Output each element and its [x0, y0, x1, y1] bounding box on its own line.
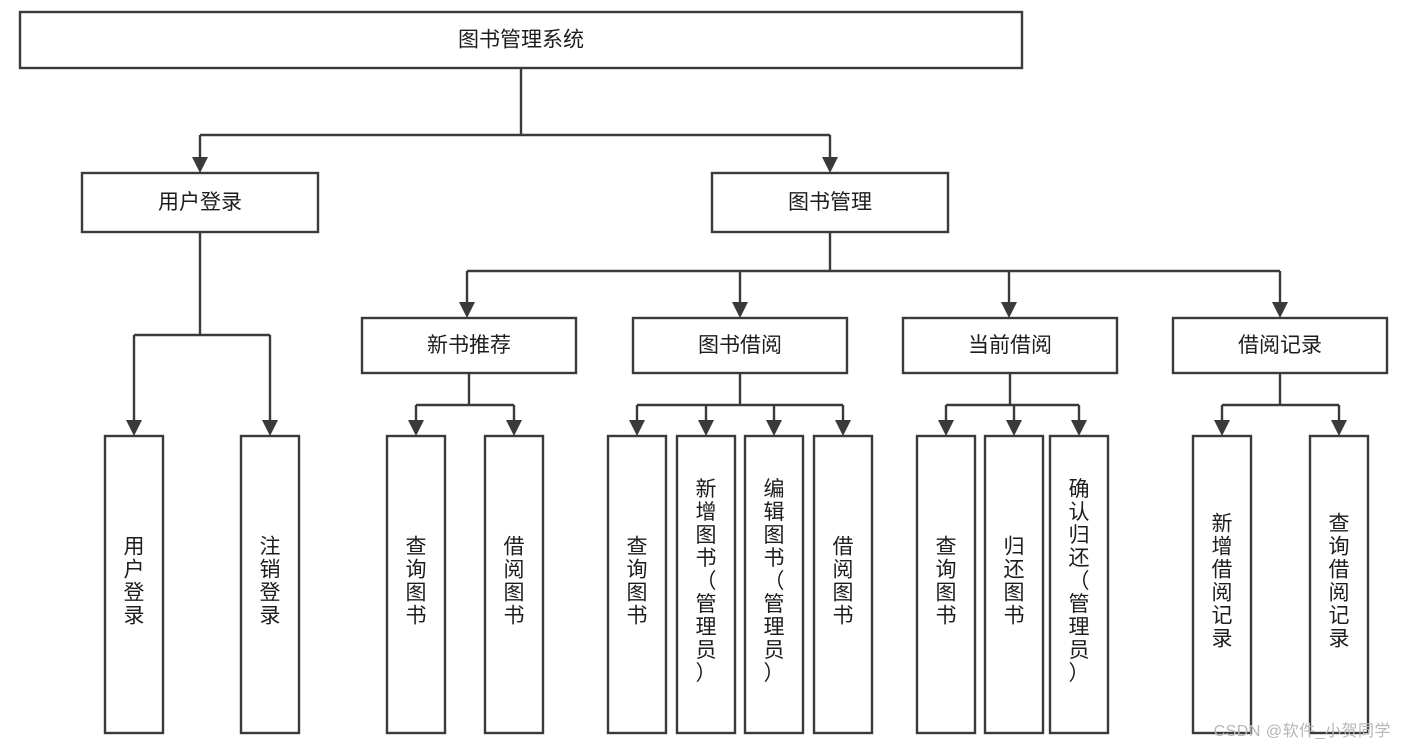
node-box-root [18, 10, 1024, 70]
node-book-management[interactable]: 图书管理 [710, 171, 950, 234]
connector-layer [126, 68, 1347, 436]
node-box-borrow-book-2 [812, 434, 874, 735]
node-box-borrow-record [1171, 316, 1389, 375]
current-borrow-leaf-1-arrowhead [1006, 420, 1022, 436]
node-add-borrow-record[interactable]: 新增借阅记录 [1191, 434, 1253, 735]
new-book-recommend-leaf-1-arrowhead [506, 420, 522, 436]
node-label-query-book-3: 查询图书 [936, 535, 957, 627]
node-label-add-book-admin: 新增图书（管理员） [696, 478, 717, 685]
node-label-borrow-book-1: 借阅图书 [504, 535, 525, 627]
node-label-confirm-return-admin: 确认归还（管理员） [1069, 478, 1090, 685]
node-label-query-book-1: 查询图书 [406, 535, 427, 627]
node-borrow-book-1[interactable]: 借阅图书 [483, 434, 545, 735]
node-user-logout[interactable]: 注销登录 [239, 434, 301, 735]
node-label-edit-book-admin: 编辑图书（管理员） [764, 478, 785, 685]
node-box-confirm-return-admin [1048, 434, 1110, 735]
book-mgmt-to-child-1-arrowhead [732, 302, 748, 318]
root-to-child-1-arrowhead [822, 157, 838, 173]
node-label-borrow-book-2: 借阅图书 [833, 535, 854, 627]
node-label-user-logout: 注销登录 [260, 535, 281, 627]
node-borrow-record[interactable]: 借阅记录 [1171, 316, 1389, 375]
node-box-user-logout [239, 434, 301, 735]
node-label-book-borrow: 图书借阅 [698, 334, 782, 357]
node-box-return-book [983, 434, 1045, 735]
node-root[interactable]: 图书管理系统 [18, 10, 1024, 70]
node-book-borrow[interactable]: 图书借阅 [631, 316, 849, 375]
node-box-query-book-1 [385, 434, 447, 735]
book-mgmt-to-child-2-arrowhead [1001, 302, 1017, 318]
node-label-current-borrow: 当前借阅 [968, 334, 1052, 357]
node-label-book-management: 图书管理 [788, 191, 872, 214]
current-borrow-leaf-0-arrowhead [938, 420, 954, 436]
node-confirm-return-admin[interactable]: 确认归还（管理员） [1048, 434, 1110, 735]
node-box-user-login [80, 171, 320, 234]
node-box-book-borrow [631, 316, 849, 375]
node-box-add-borrow-record [1191, 434, 1253, 735]
node-label-user-login-do: 用户登录 [124, 535, 145, 627]
node-query-book-2[interactable]: 查询图书 [606, 434, 668, 735]
book-mgmt-to-child-0-arrowhead [459, 302, 475, 318]
node-label-return-book: 归还图书 [1004, 535, 1025, 627]
node-label-root: 图书管理系统 [458, 29, 584, 52]
node-box-new-book-recommend [360, 316, 578, 375]
node-box-edit-book-admin [743, 434, 805, 735]
book-mgmt-to-child-3-arrowhead [1272, 302, 1288, 318]
node-label-add-borrow-record: 新增借阅记录 [1212, 512, 1233, 650]
node-box-book-management [710, 171, 950, 234]
node-label-new-book-recommend: 新书推荐 [427, 334, 511, 357]
node-box-query-book-3 [915, 434, 977, 735]
node-layer: 图书管理系统用户登录用户登录注销登录图书管理新书推荐查询图书借阅图书图书借阅查询… [18, 10, 1389, 735]
node-box-query-book-2 [606, 434, 668, 735]
user-login-leaf-1-arrowhead [262, 420, 278, 436]
book-borrow-leaf-1-arrowhead [698, 420, 714, 436]
node-add-book-admin[interactable]: 新增图书（管理员） [675, 434, 737, 735]
node-query-book-3[interactable]: 查询图书 [915, 434, 977, 735]
borrow-record-leaf-0-arrowhead [1214, 420, 1230, 436]
node-label-query-book-2: 查询图书 [627, 535, 648, 627]
node-user-login[interactable]: 用户登录 [80, 171, 320, 234]
node-label-query-borrow-record: 查询借阅记录 [1329, 512, 1350, 650]
node-current-borrow[interactable]: 当前借阅 [901, 316, 1119, 375]
node-return-book[interactable]: 归还图书 [983, 434, 1045, 735]
node-edit-book-admin[interactable]: 编辑图书（管理员） [743, 434, 805, 735]
node-new-book-recommend[interactable]: 新书推荐 [360, 316, 578, 375]
current-borrow-leaf-2-arrowhead [1071, 420, 1087, 436]
root-to-child-0-arrowhead [192, 157, 208, 173]
book-borrow-leaf-3-arrowhead [835, 420, 851, 436]
node-box-current-borrow [901, 316, 1119, 375]
node-label-user-login: 用户登录 [158, 191, 242, 214]
user-login-leaf-0-arrowhead [126, 420, 142, 436]
node-box-query-borrow-record [1308, 434, 1370, 735]
node-label-borrow-record: 借阅记录 [1238, 334, 1322, 357]
node-user-login-do[interactable]: 用户登录 [103, 434, 165, 735]
node-query-book-1[interactable]: 查询图书 [385, 434, 447, 735]
new-book-recommend-leaf-0-arrowhead [408, 420, 424, 436]
node-box-add-book-admin [675, 434, 737, 735]
book-borrow-leaf-0-arrowhead [629, 420, 645, 436]
book-borrow-leaf-2-arrowhead [766, 420, 782, 436]
node-query-borrow-record[interactable]: 查询借阅记录 [1308, 434, 1370, 735]
borrow-record-leaf-1-arrowhead [1331, 420, 1347, 436]
node-box-borrow-book-1 [483, 434, 545, 735]
node-borrow-book-2[interactable]: 借阅图书 [812, 434, 874, 735]
node-box-user-login-do [103, 434, 165, 735]
